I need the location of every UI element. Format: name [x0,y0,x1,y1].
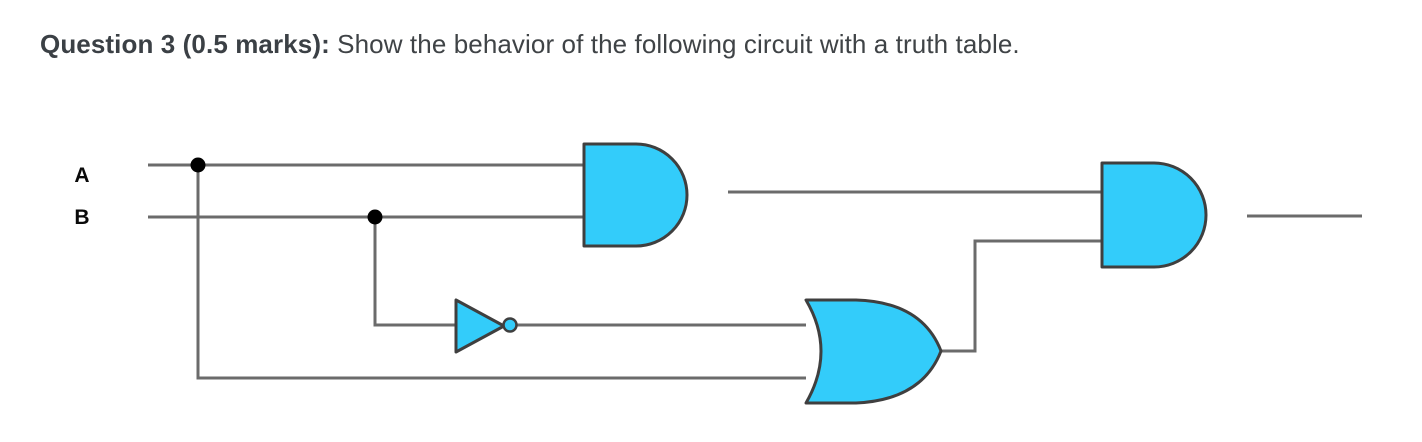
circuit-diagram: A B [0,120,1422,442]
circuit-svg: A B [74,142,1362,405]
not-gate-1[interactable] [454,298,506,354]
junction-dot-b [367,209,383,225]
question-prompt: Question 3 (0.5 marks): Show the behavio… [40,22,1400,67]
and-gate-2[interactable] [1100,161,1208,269]
or-gate-1[interactable] [804,298,943,405]
wire-or-to-and2 [941,239,1102,353]
question-heading: Question 3 (0.5 marks): [40,29,330,59]
question-body: Show the behavior of the following circu… [329,29,1020,59]
wire-group [148,163,1362,380]
junction-dot-a [190,157,206,173]
input-label-b: B [74,206,89,229]
wire-b-branch-to-not [373,217,456,327]
input-label-a: A [74,164,89,187]
wire-a-branch-to-or [196,165,806,380]
and-gate-1[interactable] [582,142,689,248]
not-gate-bubble-icon [502,317,518,333]
